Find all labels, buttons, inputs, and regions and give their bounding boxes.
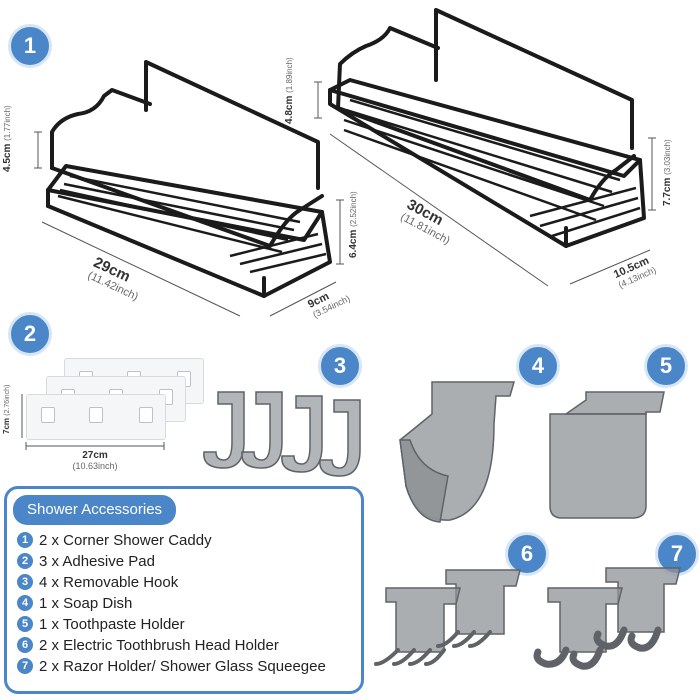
legend-item: 3 4 x Removable Hook (17, 572, 178, 592)
legend-item: 2 3 x Adhesive Pad (17, 551, 155, 571)
legend-item-number: 7 (17, 658, 33, 674)
badge-3: 3 (318, 344, 362, 388)
legend-item-text: 1 x Soap Dish (39, 594, 133, 612)
legend-item-text: 2 x Razor Holder/ Shower Glass Squeegee (39, 657, 326, 675)
legend-item-number: 3 (17, 574, 33, 590)
badge-1: 1 (8, 24, 52, 68)
adhesive-pad (26, 394, 166, 440)
dim-inch: (10.63inch) (72, 461, 118, 471)
pad-width-dim: 27cm (10.63inch) (60, 450, 130, 471)
legend-item: 6 2 x Electric Toothbrush Head Holder (17, 635, 279, 655)
dim-value: 27cm (82, 450, 108, 461)
legend-item-number: 6 (17, 637, 33, 653)
legend-item-number: 4 (17, 595, 33, 611)
legend-item: 1 2 x Corner Shower Caddy (17, 530, 212, 550)
legend-item-text: 4 x Removable Hook (39, 573, 179, 591)
badge-5: 5 (644, 344, 688, 388)
badge-2: 2 (8, 312, 52, 356)
legend-item: 7 2 x Razor Holder/ Shower Glass Squeege… (17, 656, 326, 676)
legend-title: Shower Accessories (13, 495, 177, 525)
legend-item-number: 5 (17, 616, 33, 632)
accessories-legend: Shower Accessories 1 2 x Corner Shower C… (4, 486, 364, 694)
legend-item-text: 2 x Corner Shower Caddy (39, 531, 212, 549)
legend-item-number: 1 (17, 532, 33, 548)
legend-item-text: 1 x Toothpaste Holder (39, 615, 185, 633)
legend-item: 4 1 x Soap Dish (17, 593, 132, 613)
badge-6: 6 (505, 532, 549, 576)
legend-item-text: 2 x Electric Toothbrush Head Holder (39, 636, 279, 654)
legend-item: 5 1 x Toothpaste Holder (17, 614, 185, 634)
legend-item-text: 3 x Adhesive Pad (39, 552, 155, 570)
legend-item-number: 2 (17, 553, 33, 569)
badge-4: 4 (516, 344, 560, 388)
